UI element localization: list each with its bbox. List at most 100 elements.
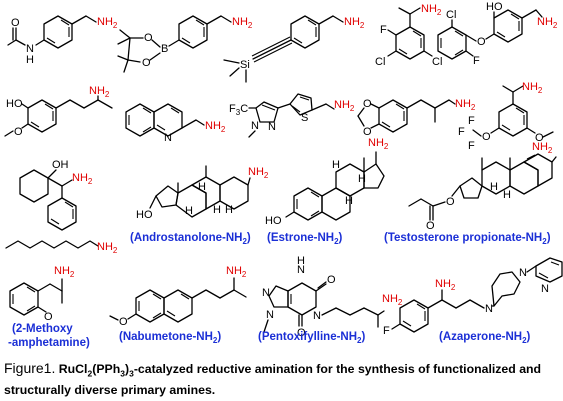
- nitrogen-label: N: [251, 120, 259, 132]
- azaperone-label: (Azaperone-NH2): [439, 331, 531, 345]
- nitrogen-label: N: [313, 310, 321, 322]
- nabumetone-label: (Nabumetone-NH2): [119, 331, 221, 345]
- structure-trimethylsilylethynyl-benzylamine: NH2 Si: [223, 15, 365, 83]
- fluorine-label: F: [473, 55, 480, 67]
- structure-androstanolone-amine: NH2 HO H H H H (Androstanolone-NH2): [130, 165, 269, 246]
- hydrogen-label: H: [345, 195, 353, 207]
- amine-label: NH2: [248, 166, 269, 180]
- amine-label: NH2: [421, 3, 442, 17]
- hydroxyl-label: OH: [52, 159, 69, 171]
- hydroxyl-label: HO: [6, 98, 23, 110]
- methoxyamphetamine-label-line2: -amphetamine): [8, 337, 90, 349]
- amine-label: NH2: [532, 141, 553, 155]
- oxygen-label: O: [482, 131, 491, 143]
- amine-label: NH2: [537, 16, 558, 30]
- pentoxifylline-label: (Pentoxifylline-NH2): [258, 331, 366, 345]
- androstanolone-label: (Androstanolone-NH2): [130, 232, 251, 246]
- amine-label: NH2: [522, 81, 543, 95]
- structure-trifluoromethoxy-phenethylamine: NH2 O O F F F: [458, 81, 554, 152]
- fluorine-label: F: [383, 325, 390, 337]
- figure-caption: Figure1. RuCl2(PPh3)3-catalyzed reductiv…: [4, 360, 560, 399]
- figure-number: Figure1.: [4, 360, 56, 376]
- oxygen-label: O: [446, 196, 455, 208]
- silicon-label: Si: [240, 59, 250, 71]
- oxygen-label: O: [11, 17, 20, 29]
- oxygen-label: O: [535, 132, 544, 144]
- compound-structures-figure: NH2 N H O NH2 B O O: [4, 1, 563, 349]
- structure-hydroxymethoxy-phenylbutanamine: NH2 HO O: [4, 85, 113, 138]
- structure-acetamido-benzylamine: NH2 N H O: [7, 15, 118, 66]
- structure-dichlorofluoro-phenethylamine: NH2 F Cl Cl: [375, 3, 442, 68]
- structure-quinolinylmethanamine: N NH2: [125, 103, 226, 144]
- oxygen-label: O: [44, 311, 53, 323]
- hydrogen-label: H: [358, 173, 366, 185]
- hydrogen-label: H: [26, 54, 34, 66]
- hydrogen-label: H: [225, 204, 233, 216]
- hydrogen-label: H: [503, 189, 511, 201]
- nitrogen-label: N: [519, 267, 527, 279]
- amine-label: NH2: [97, 241, 118, 255]
- fluorine-label: F: [468, 115, 475, 127]
- boron-label: B: [161, 43, 168, 55]
- amine-label: NH2: [205, 120, 226, 134]
- nitrogen-label: N: [164, 132, 172, 144]
- nitrogen-label: N: [268, 121, 276, 133]
- structure-nabumetone-amine: O NH2 (Nabumetone-NH2): [109, 265, 247, 345]
- structure-estrone-amine: NH2 HO H H H (Estrone-NH2): [265, 137, 389, 246]
- oxygen-label: O: [142, 57, 151, 69]
- hydroxyl-label: HO: [265, 215, 282, 227]
- chlorine-label: Cl: [432, 56, 442, 68]
- amine-label: NH2: [382, 293, 403, 307]
- oxygen-label: O: [477, 36, 486, 48]
- chlorine-label: Cl: [446, 9, 456, 21]
- hydrogen-label: H: [213, 204, 221, 216]
- oxygen-label: O: [14, 126, 23, 138]
- nitrogen-label: N: [485, 303, 493, 315]
- hydrogen-label: H: [332, 159, 340, 171]
- structure-benzyloxy-hydroxybenzylamine: NH2 HO O Cl F: [437, 1, 558, 67]
- structure-octanamine: NH2: [5, 240, 118, 255]
- amine-label: NH2: [368, 137, 389, 151]
- trifluoromethyl-label: F3C: [229, 103, 248, 117]
- structure-pentoxifylline-amine: N H O N O N N NH2 (Pentoxifylline-NH2): [258, 255, 403, 345]
- hydrogen-label: H: [198, 181, 206, 193]
- estrone-label: (Estrone-NH2): [267, 232, 343, 246]
- structure-cyclohexanol-phenylmethanamine: OH NH2: [19, 159, 93, 231]
- amine-label: NH2: [226, 265, 247, 279]
- structure-testosterone-propionate-amine: NH2 O O H H (Testosterone propionate-NH2…: [384, 141, 557, 246]
- hydrogen-label: H: [490, 181, 498, 193]
- hydroxyl-label: HO: [486, 1, 503, 13]
- structure-pinacolboronate-benzylamine: NH2 B O O: [117, 15, 253, 73]
- nitrogen-label: N: [297, 264, 305, 276]
- methoxyamphetamine-label-line1: (2-Methoxy: [12, 323, 73, 335]
- chlorine-label: Cl: [375, 56, 385, 68]
- structure-azaperone-amine: F NH2 N N N (Azaperone-NH2): [383, 257, 563, 345]
- testosterone-label: (Testosterone propionate-NH2): [384, 232, 551, 246]
- structure-methoxyamphetamine: NH2 O (2-Methoxy -amphetamine): [8, 265, 90, 349]
- amine-label: NH2: [455, 98, 476, 112]
- fluorine-label: F: [468, 140, 475, 152]
- sulfur-label: S: [301, 112, 308, 124]
- nitrogen-label: N: [26, 43, 34, 55]
- oxygen-label: O: [363, 126, 372, 138]
- caption-text: RuCl2(PPh3)3-catalyzed reductive aminati…: [4, 362, 542, 398]
- oxygen-label: O: [327, 274, 336, 286]
- amine-label: NH2: [89, 85, 110, 99]
- structure-pyrazolyl-thiophenylmethanamine: F3C N N S NH2: [229, 93, 355, 138]
- oxygen-label: O: [297, 327, 306, 339]
- hydrogen-label: H: [185, 205, 193, 217]
- amine-label: NH2: [54, 265, 75, 279]
- oxygen-label: O: [363, 98, 372, 110]
- amine-label: NH2: [72, 172, 93, 186]
- hydroxyl-label: HO: [136, 209, 153, 221]
- oxygen-label: O: [144, 32, 153, 44]
- oxygen-label: O: [426, 220, 435, 232]
- amine-label: NH2: [435, 278, 456, 292]
- fluorine-label: F: [380, 24, 387, 36]
- structure-benzodioxolyl-methylpropanamine: O O NH2: [357, 98, 476, 138]
- fluorine-label: F: [458, 126, 465, 138]
- amine-label: NH2: [334, 99, 355, 113]
- nitrogen-label: N: [541, 283, 549, 295]
- hydrogen-label: H: [297, 255, 305, 267]
- nitrogen-label: N: [262, 287, 270, 299]
